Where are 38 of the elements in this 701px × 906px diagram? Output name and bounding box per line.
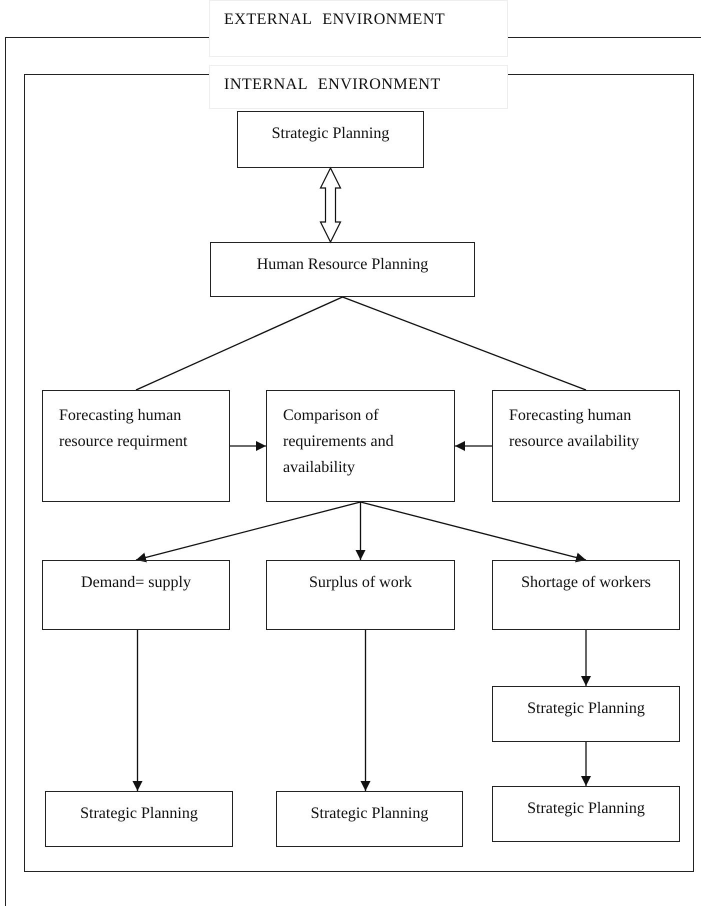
- process-box: [45, 791, 233, 847]
- process-box: [492, 686, 680, 742]
- process-box: [492, 786, 680, 842]
- environment-heading: EXTERNAL ENVIRONMENT: [224, 11, 446, 29]
- box-label: Strategic Planning: [310, 804, 428, 824]
- arrow: [455, 441, 492, 451]
- box-label: Forecasting human resource availability: [509, 406, 640, 452]
- box-label: Human Resource Planning: [256, 255, 428, 275]
- process-box: [42, 560, 230, 630]
- arrow: [360, 630, 370, 791]
- double-arrow: [320, 166, 342, 244]
- arrow: [356, 502, 366, 560]
- box-label: Strategic Planning: [80, 804, 198, 824]
- connector-line: [342, 296, 586, 391]
- box-label: Strategic Planning: [272, 124, 390, 144]
- process-box: [266, 390, 455, 502]
- box-label: Comparison of requirements and availability: [283, 406, 395, 478]
- connector-line: [136, 296, 343, 391]
- arrow: [581, 630, 591, 686]
- arrow: [230, 441, 266, 451]
- process-box: [492, 560, 680, 630]
- box-label: Strategic Planning: [527, 799, 645, 819]
- process-box: [237, 111, 424, 168]
- process-box: [266, 560, 455, 630]
- box-label: Shortage of workers: [521, 573, 651, 593]
- process-box: [276, 791, 463, 847]
- arrow: [132, 630, 142, 791]
- process-box: [42, 390, 230, 502]
- box-label: Surplus of work: [308, 573, 412, 593]
- box-label: Strategic Planning: [527, 699, 645, 719]
- box-label: Demand= supply: [81, 573, 191, 593]
- process-box: [492, 390, 680, 502]
- arrow: [360, 501, 586, 562]
- arrow: [136, 501, 361, 562]
- environment-heading: INTERNAL ENVIRONMENT: [224, 76, 441, 94]
- box-label: Forecasting human resource requirment: [59, 406, 188, 452]
- process-box: [210, 242, 475, 297]
- arrow: [581, 742, 591, 786]
